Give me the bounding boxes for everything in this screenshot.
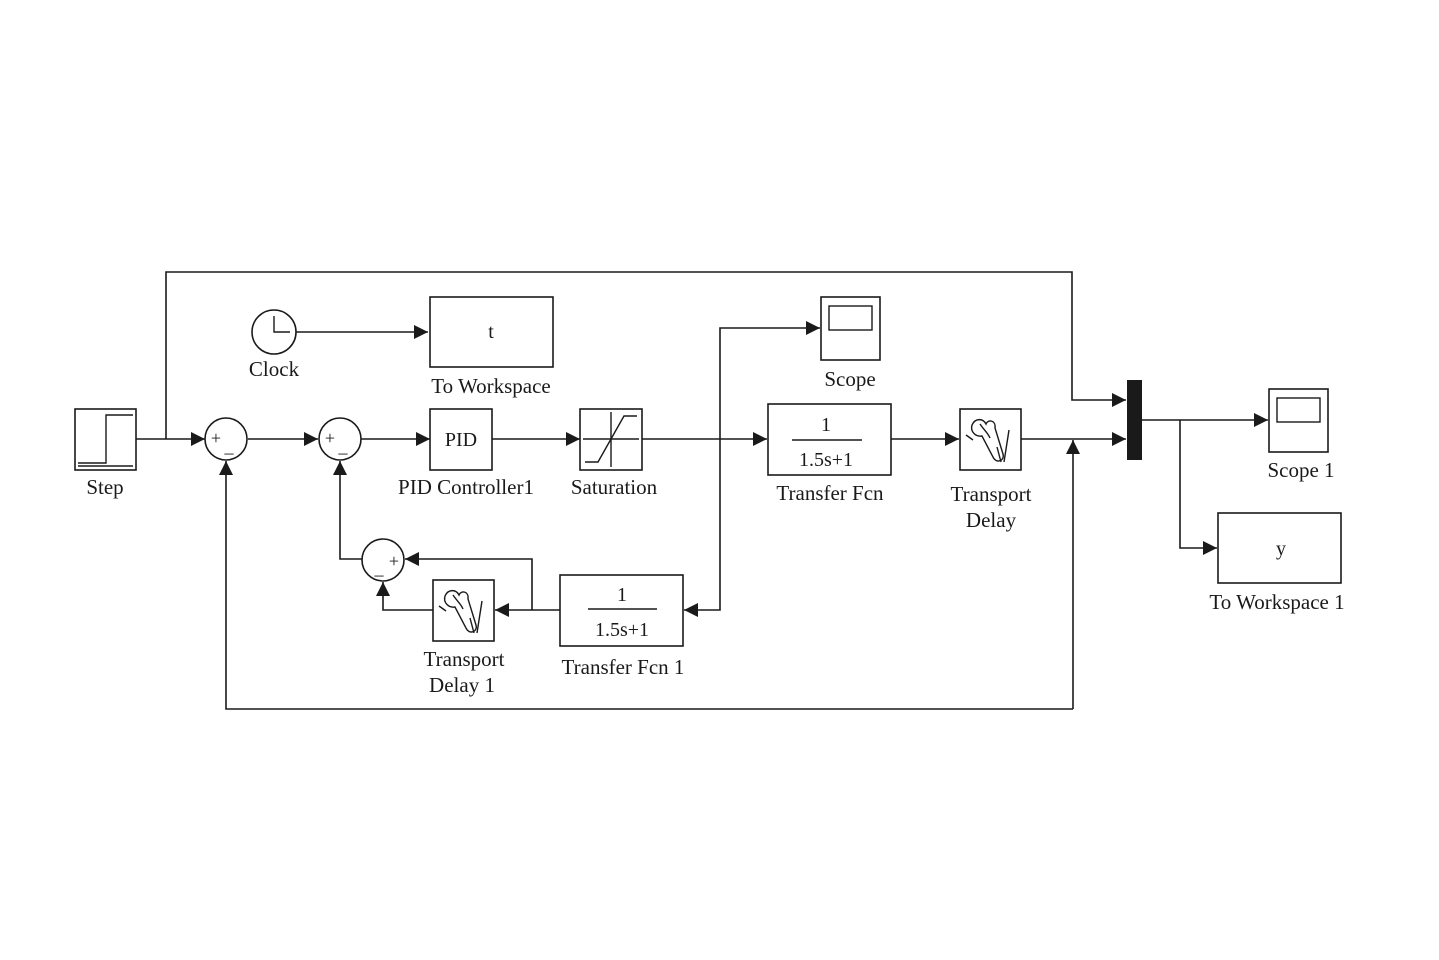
step-label: Step: [86, 475, 123, 499]
wire-sum3-to-sum2: [333, 461, 362, 560]
scope1-screen-icon: [1276, 397, 1321, 423]
pid-controller-block[interactable]: PID: [429, 408, 493, 471]
transfer-fcn1-numerator: 1: [617, 584, 627, 606]
scope1-label: Scope 1: [1267, 458, 1334, 482]
wire-to-scope: [719, 321, 820, 439]
to-workspace1-variable: y: [1276, 538, 1286, 560]
sum3-block[interactable]: + _: [361, 538, 405, 582]
sum2-block[interactable]: + _: [318, 417, 362, 461]
scope-label: Scope: [824, 367, 875, 391]
transport-delay1-icon: [438, 589, 483, 634]
pid-text: PID: [445, 429, 477, 451]
scope1-block[interactable]: [1268, 388, 1329, 453]
transfer-fcn1-label: Transfer Fcn 1: [562, 655, 685, 679]
transfer-fcn1-block[interactable]: 1 1.5s+1: [559, 574, 684, 647]
transfer-fcn-denominator: 1.5s+1: [799, 449, 853, 471]
wire-delay1-to-sum3: [376, 582, 433, 611]
wire-feedback-to-sum1: [219, 461, 1073, 710]
scope-block[interactable]: [820, 296, 881, 361]
wire-tf1-to-sum3: [405, 552, 533, 610]
clock-label: Clock: [249, 357, 300, 381]
saturation-label: Saturation: [571, 475, 658, 499]
signal-lines: [136, 271, 1268, 710]
transport-delay-block[interactable]: [959, 408, 1022, 471]
transport-delay1-label-line1: Transport: [424, 647, 505, 671]
to-workspace-variable: t: [488, 321, 494, 343]
transport-delay-icon: [965, 418, 1010, 463]
saturation-block[interactable]: [579, 408, 643, 471]
transport-delay1-block[interactable]: [432, 579, 495, 642]
sum1-minus-sign: _: [224, 436, 235, 456]
wire-to-tf1: [684, 439, 721, 617]
to-workspace1-label: To Workspace 1: [1209, 590, 1344, 614]
to-workspace-block[interactable]: t: [429, 296, 554, 368]
sum2-plus-sign: +: [325, 428, 335, 448]
wire-step-to-mux-top: [165, 271, 1126, 439]
transport-delay1-label-line2: Delay 1: [429, 673, 495, 697]
sum1-plus-sign: +: [211, 428, 221, 448]
transfer-fcn-label: Transfer Fcn: [776, 481, 884, 505]
to-workspace1-block[interactable]: y: [1217, 512, 1342, 584]
transport-delay-label-line1: Transport: [951, 482, 1032, 506]
mux-block[interactable]: [1127, 380, 1142, 460]
sum1-block[interactable]: + _: [204, 417, 248, 461]
clock-block[interactable]: [251, 309, 297, 355]
sum2-minus-sign: _: [338, 436, 349, 456]
saturation-icon: [585, 415, 637, 463]
pid-controller-label: PID Controller1: [398, 475, 534, 499]
sum3-minus-sign: _: [374, 558, 385, 578]
transport-delay-label-line2: Delay: [966, 508, 1017, 532]
scope-screen-icon: [828, 305, 873, 331]
to-workspace-label: To Workspace: [431, 374, 551, 398]
clock-icon: [273, 316, 290, 333]
transfer-fcn1-denominator: 1.5s+1: [595, 619, 649, 641]
sum3-plus-sign: +: [389, 551, 399, 571]
wire-mux-to-workspace1: [1179, 420, 1217, 555]
step-block[interactable]: [74, 408, 137, 471]
transfer-fcn-block[interactable]: 1 1.5s+1: [767, 403, 892, 476]
transfer-fcn-numerator: 1: [821, 414, 831, 436]
